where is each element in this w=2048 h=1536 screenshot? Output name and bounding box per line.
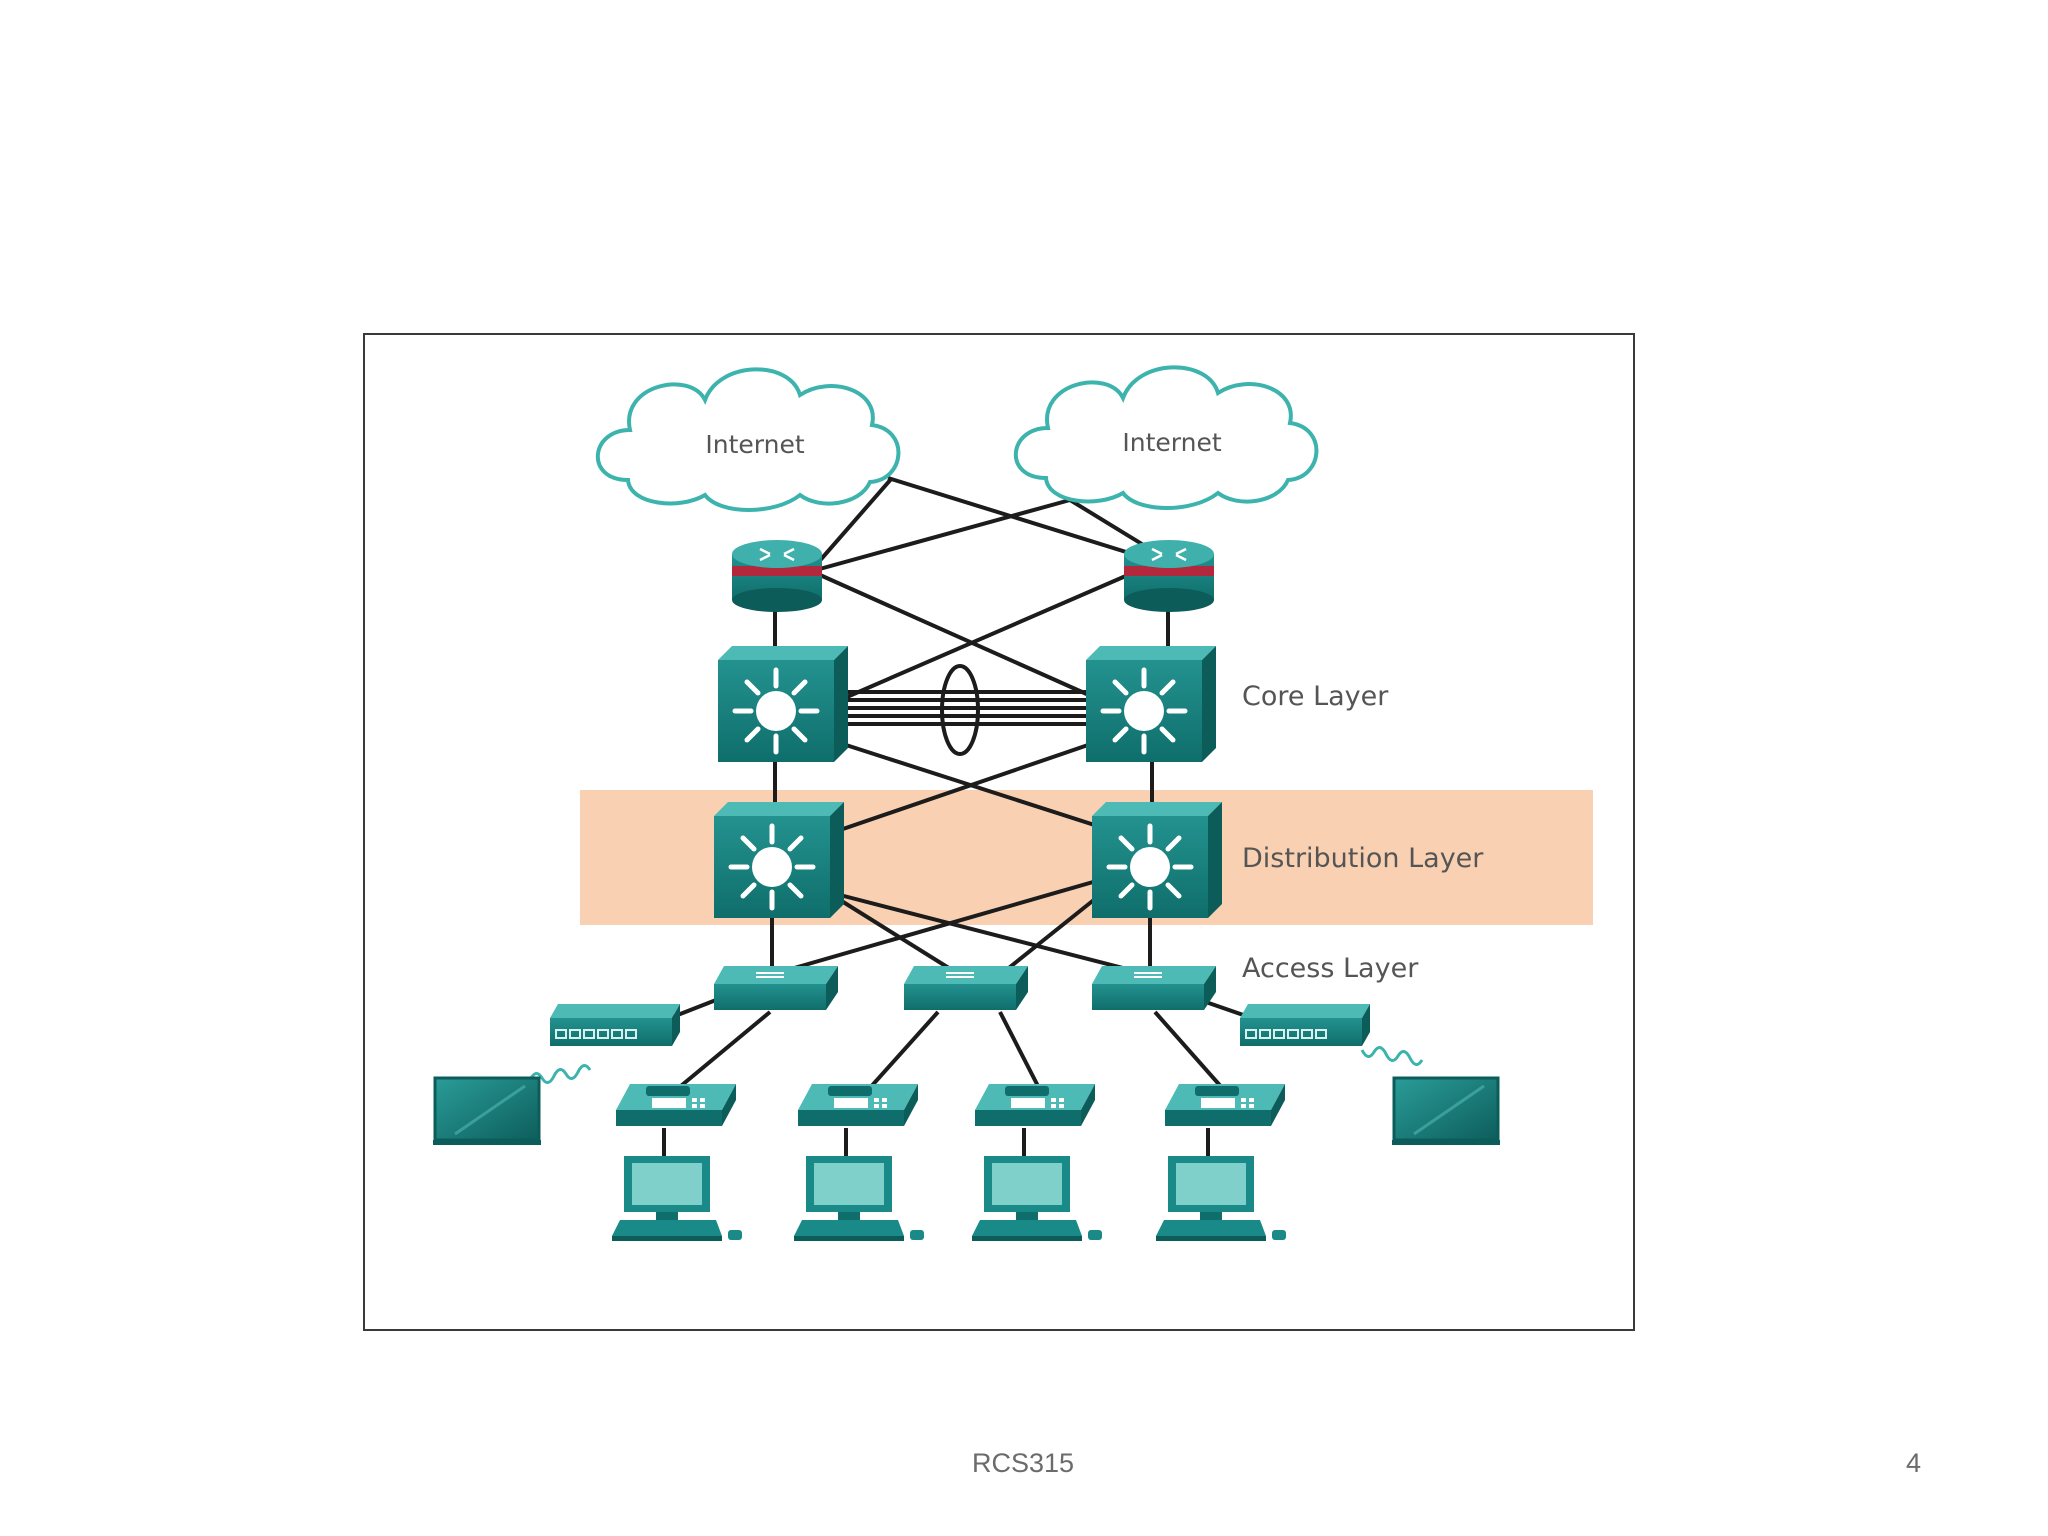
core-layer-label: Core Layer bbox=[1242, 681, 1389, 712]
access-switch-2-icon bbox=[903, 965, 1029, 1011]
slide-number: 4 bbox=[1906, 1448, 1922, 1478]
ip-phone-2-icon bbox=[798, 1084, 918, 1126]
access-switch-1-icon bbox=[713, 965, 839, 1011]
hub-right-icon bbox=[1239, 1003, 1371, 1047]
ip-phone-4-icon bbox=[1165, 1084, 1285, 1126]
ip-phone-3-icon bbox=[975, 1084, 1095, 1126]
tablet-left-icon bbox=[431, 1076, 543, 1147]
router-right-icon bbox=[1122, 538, 1216, 614]
etherchannel-ellipse bbox=[940, 664, 980, 756]
distribution-switch-left-icon bbox=[714, 802, 844, 918]
router-left-icon bbox=[730, 538, 824, 614]
ip-phone-1-icon bbox=[616, 1084, 736, 1126]
access-switch-3-icon bbox=[1091, 965, 1217, 1011]
wireless-links bbox=[528, 1046, 1424, 1084]
core-switch-right-icon bbox=[1086, 646, 1216, 762]
distribution-switch-right-icon bbox=[1092, 802, 1222, 918]
cloud-right-label: Internet bbox=[1122, 428, 1221, 457]
tablet-right-icon bbox=[1390, 1076, 1502, 1147]
pc-1-icon bbox=[612, 1156, 742, 1241]
pc-4-icon bbox=[1156, 1156, 1286, 1241]
pc-3-icon bbox=[972, 1156, 1102, 1241]
cloud-left-icon bbox=[595, 367, 901, 512]
core-switch-left-icon bbox=[718, 646, 848, 762]
access-layer-label: Access Layer bbox=[1242, 953, 1419, 984]
cloud-right-icon bbox=[1013, 365, 1319, 510]
hub-left-icon bbox=[549, 1003, 681, 1047]
distribution-layer-label: Distribution Layer bbox=[1242, 843, 1484, 874]
footer-course-code: RCS315 bbox=[972, 1448, 1075, 1478]
pc-2-icon bbox=[794, 1156, 924, 1241]
cloud-left-label: Internet bbox=[705, 430, 804, 459]
